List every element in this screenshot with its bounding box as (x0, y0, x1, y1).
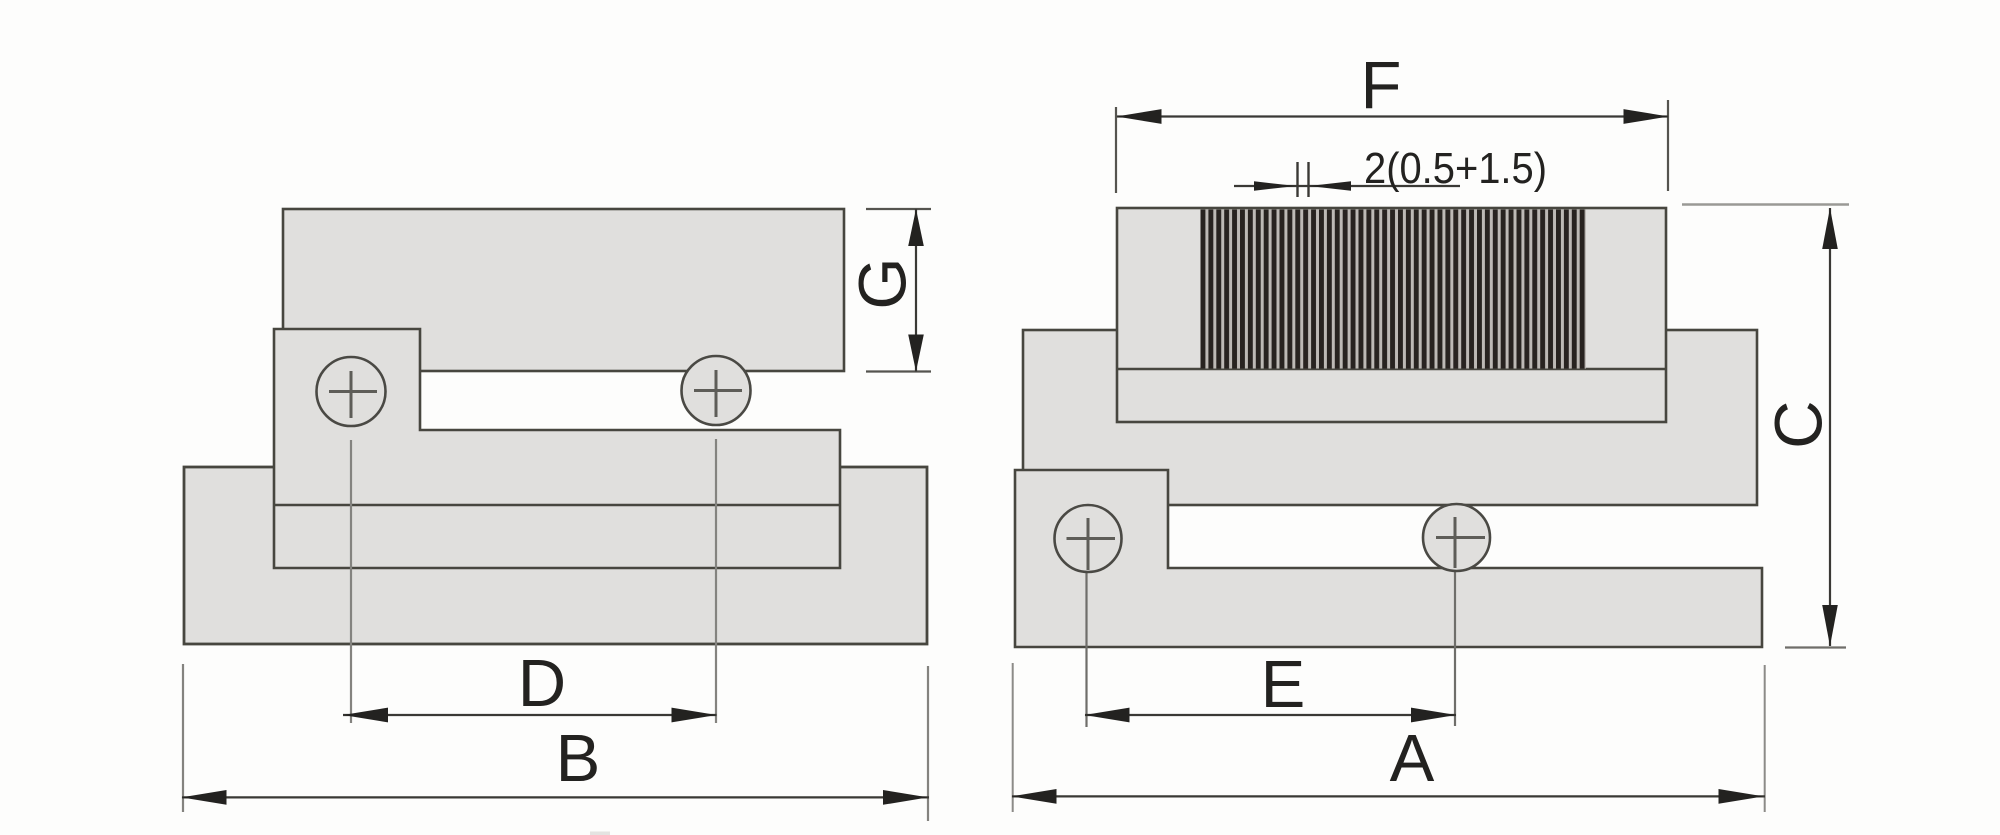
svg-text:D: D (518, 646, 566, 721)
svg-text:E: E (1261, 647, 1306, 722)
svg-text:A: A (1390, 721, 1435, 796)
svg-text:F: F (1361, 48, 1402, 123)
svg-text:C: C (1762, 401, 1837, 449)
svg-text:2(0.5+1.5): 2(0.5+1.5) (1364, 144, 1547, 193)
svg-text:G: G (846, 257, 921, 309)
svg-text:B: B (556, 721, 601, 796)
